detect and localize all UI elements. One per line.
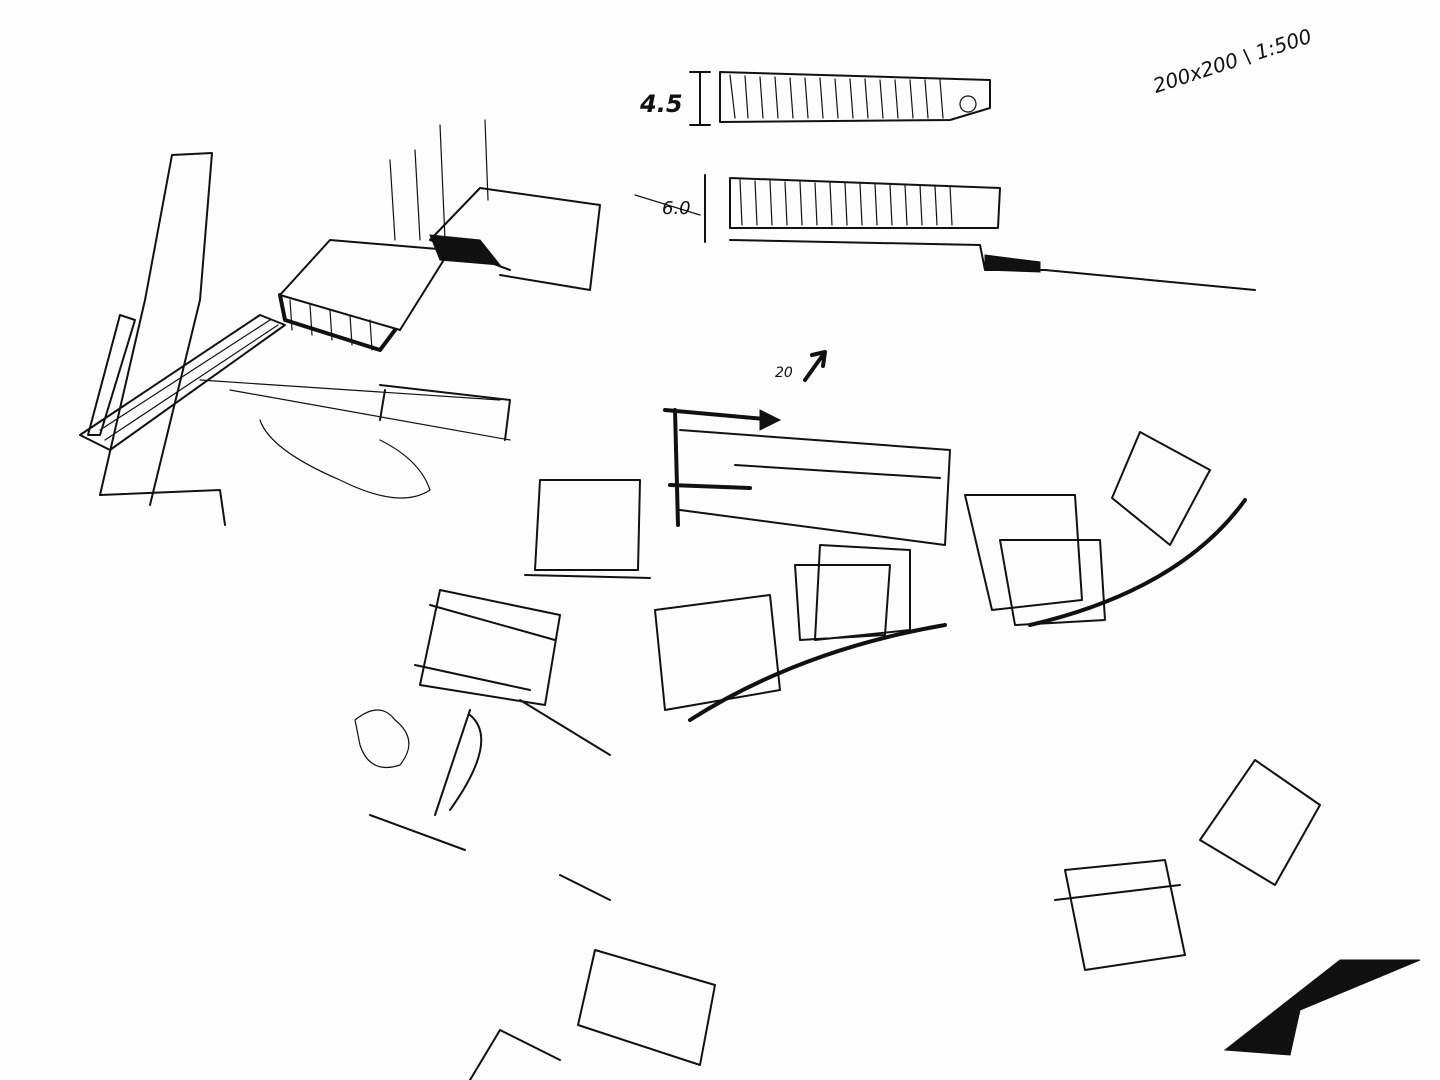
perspective-sketch <box>79 119 601 526</box>
elevation-top-height-label: 4.5 <box>640 90 683 118</box>
north-arrow-icon <box>803 350 827 382</box>
site-plan-sketch <box>354 408 1421 1080</box>
north-arrow-label: 20 <box>775 365 793 381</box>
elevation-bottom-height-label: 6.0 <box>662 198 691 219</box>
elevation-bottom <box>634 174 1256 291</box>
elevation-top <box>689 71 991 126</box>
